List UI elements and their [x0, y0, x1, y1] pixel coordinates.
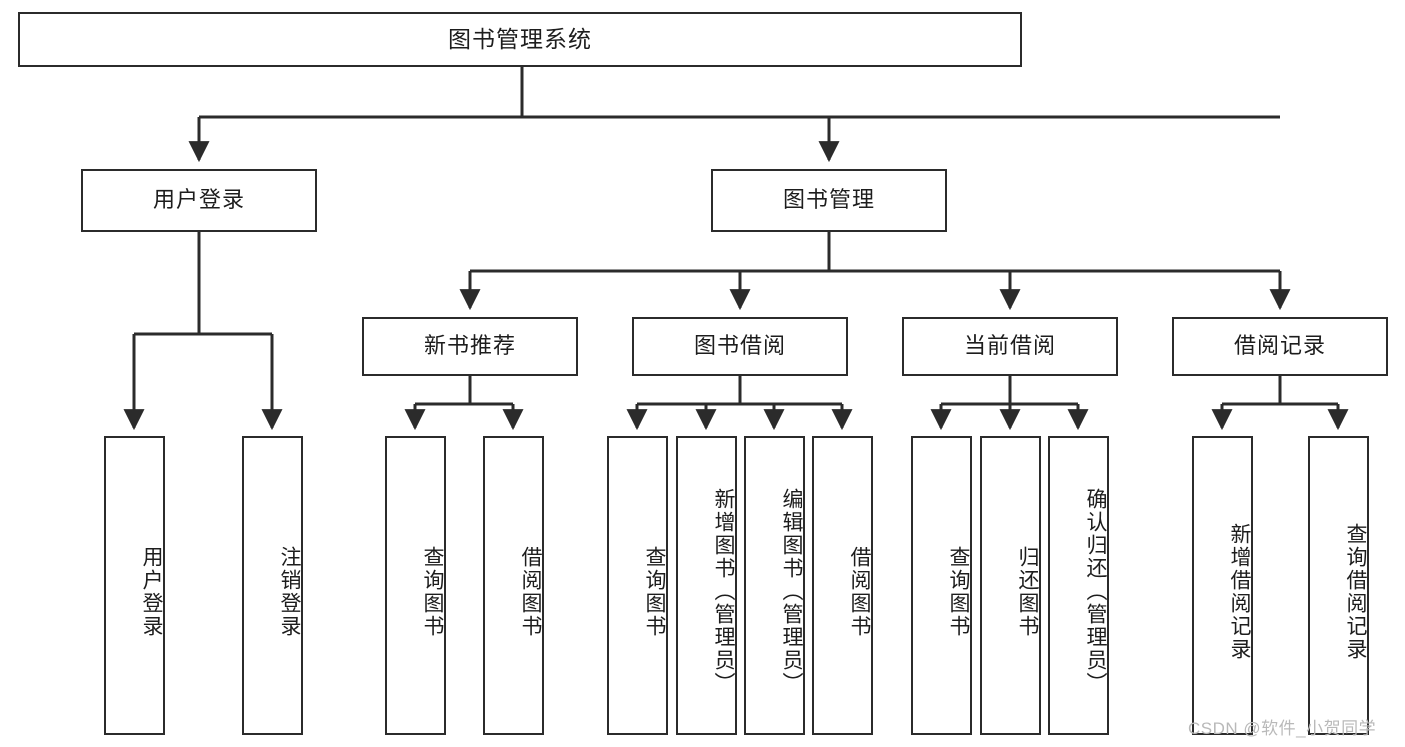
- node-book-borrow[interactable]: 图书借阅: [632, 317, 848, 376]
- node-label: 用户登录: [152, 187, 245, 213]
- leaf-recommend-borrow-book[interactable]: 借阅图书: [483, 436, 544, 735]
- leaf-record-query-record[interactable]: 查询借阅记录: [1308, 436, 1369, 735]
- node-label: 归还图书: [1016, 545, 1039, 638]
- leaf-borrow-query-book[interactable]: 查询图书: [607, 436, 668, 735]
- leaf-current-query-book[interactable]: 查询图书: [911, 436, 972, 735]
- leaf-borrow-borrow-book[interactable]: 借阅图书: [812, 436, 873, 735]
- leaf-user-login-logout[interactable]: 注销登录: [242, 436, 303, 735]
- node-borrow-record[interactable]: 借阅记录: [1172, 317, 1388, 376]
- node-label: 查询图书: [421, 545, 444, 638]
- node-current-borrow[interactable]: 当前借阅: [902, 317, 1118, 376]
- node-user-login[interactable]: 用户登录: [81, 169, 317, 232]
- node-label: 新书推荐: [423, 333, 516, 359]
- leaf-current-return-book[interactable]: 归还图书: [980, 436, 1041, 735]
- node-label: 编辑图书（管理员）: [780, 488, 803, 695]
- leaf-recommend-query-book[interactable]: 查询图书: [385, 436, 446, 735]
- node-label: 图书管理: [782, 187, 875, 213]
- node-new-book-recommend[interactable]: 新书推荐: [362, 317, 578, 376]
- node-label: 借阅记录: [1233, 333, 1326, 359]
- node-label: 确认归还（管理员）: [1084, 488, 1107, 695]
- node-label: 查询图书: [947, 545, 970, 638]
- leaf-current-confirm-return[interactable]: 确认归还（管理员）: [1048, 436, 1109, 735]
- node-label: 查询图书: [643, 545, 666, 638]
- node-label: 查询借阅记录: [1344, 522, 1367, 661]
- node-label: 新增图书（管理员）: [712, 488, 735, 695]
- leaf-record-add-record[interactable]: 新增借阅记录: [1192, 436, 1253, 735]
- node-book-management[interactable]: 图书管理: [711, 169, 947, 232]
- leaf-borrow-add-book[interactable]: 新增图书（管理员）: [676, 436, 737, 735]
- csdn-watermark: CSDN @软件_小贺同学: [1188, 719, 1377, 738]
- node-label: 当前借阅: [963, 333, 1056, 359]
- node-label: 图书管理系统: [448, 25, 592, 52]
- node-label: 图书借阅: [693, 333, 786, 359]
- node-label: 借阅图书: [848, 545, 871, 638]
- leaf-user-login-login[interactable]: 用户登录: [104, 436, 165, 735]
- node-label: 注销登录: [278, 545, 301, 638]
- node-label: 新增借阅记录: [1228, 522, 1251, 661]
- node-root-system[interactable]: 图书管理系统: [18, 12, 1022, 67]
- leaf-borrow-edit-book[interactable]: 编辑图书（管理员）: [744, 436, 805, 735]
- node-label: 用户登录: [140, 545, 163, 638]
- node-label: 借阅图书: [519, 545, 542, 638]
